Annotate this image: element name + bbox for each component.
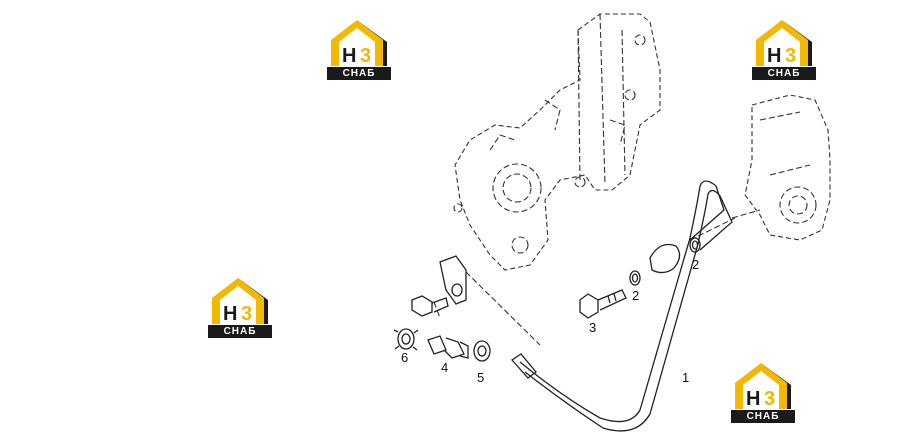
logo-bar: СНАБ <box>731 410 795 423</box>
callout-6: 6 <box>401 350 408 365</box>
watermark-logo: H 3 СНАБ <box>208 276 272 338</box>
logo-bar: СНАБ <box>208 325 272 338</box>
bracket-bolt <box>411 295 449 317</box>
pipe-bracket <box>439 255 467 305</box>
fitting-4 <box>427 335 469 359</box>
lock-washer-6 <box>393 328 419 351</box>
callout-5: 5 <box>477 370 484 385</box>
watermark-logo: H 3 СНАБ <box>752 18 816 80</box>
banjo-bolt-3 <box>579 289 627 319</box>
svg-text:3: 3 <box>785 45 796 67</box>
washer-2-lower <box>629 270 641 286</box>
svg-text:3: 3 <box>241 303 252 325</box>
logo-bar: СНАБ <box>752 67 816 80</box>
washer-2-lower-inner <box>631 273 639 283</box>
logo-house-icon: H 3 <box>756 20 812 67</box>
watermark-logo: H 3 СНАБ <box>327 18 391 80</box>
logo-house-icon: H 3 <box>735 363 791 410</box>
watermark-logo: H 3 СНАБ <box>731 361 795 423</box>
svg-text:3: 3 <box>764 388 775 410</box>
svg-text:H: H <box>767 45 781 67</box>
callout-2-upper: 2 <box>692 257 699 272</box>
oil-pipe <box>511 180 733 432</box>
right-pump <box>731 94 831 241</box>
svg-text:3: 3 <box>360 45 371 67</box>
svg-text:H: H <box>342 45 356 67</box>
logo-house-icon: H 3 <box>212 278 268 325</box>
washer-2-upper-inner <box>691 240 699 250</box>
callout-3: 3 <box>589 320 596 335</box>
callout-1: 1 <box>682 370 689 385</box>
callout-2-lower: 2 <box>632 288 639 303</box>
washer-5 <box>473 340 491 362</box>
leader-lines <box>433 217 736 346</box>
engine-housing <box>453 13 661 271</box>
washer-2-upper <box>689 237 701 253</box>
callout-4: 4 <box>441 360 448 375</box>
logo-bar: СНАБ <box>327 67 391 80</box>
svg-text:H: H <box>223 303 237 325</box>
logo-house-icon: H 3 <box>331 20 387 67</box>
washer-5-inner <box>477 345 487 357</box>
svg-text:H: H <box>746 388 760 410</box>
